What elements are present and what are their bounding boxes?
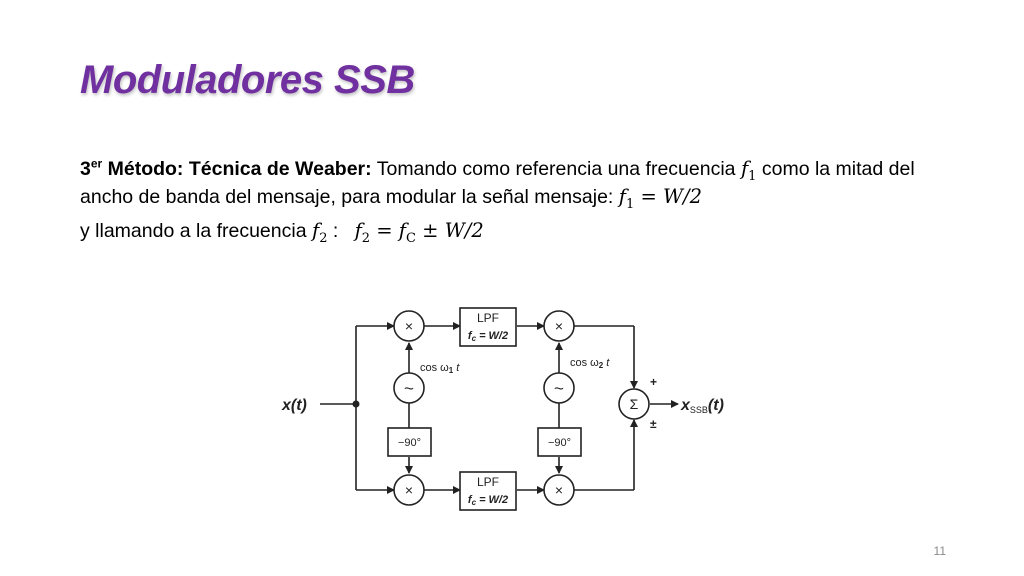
lpf-bottom-title: LPF xyxy=(477,475,499,489)
heading-sup: er xyxy=(90,156,103,171)
text-a: Tomando como referencia una frecuencia xyxy=(371,158,741,180)
slide-body: 3er Método: Técnica de Weaber: Tomando c… xyxy=(80,155,950,251)
phase-shift-1-label: −90° xyxy=(398,437,421,449)
f1-sub: 1 xyxy=(748,168,757,184)
phase-shift-2-label: −90° xyxy=(548,437,571,449)
oscillator-1-symbol: ~ xyxy=(404,379,414,398)
plusminus-sign: ± xyxy=(650,417,657,431)
oscillator-2 xyxy=(543,372,575,404)
phase-shifter-2 xyxy=(537,427,582,457)
oscillator-2-symbol: ~ xyxy=(554,379,564,398)
text-b: como la mitad del ancho de banda del men… xyxy=(80,158,915,208)
eq-f: f xyxy=(354,219,362,242)
eq-c-sub: C xyxy=(406,230,416,246)
heading-num: 3 xyxy=(80,158,91,180)
eq-mid: = f xyxy=(370,219,407,242)
oscillator-1 xyxy=(393,372,425,404)
lpf-bottom-spec: fc = W/2 xyxy=(468,494,508,507)
eq-rhs: = W/2 xyxy=(634,185,703,208)
heading-rest: Método: Técnica de Weaber: xyxy=(102,158,372,180)
eq-f2-sub: 2 xyxy=(361,230,371,246)
lpf-top-spec: fc = W/2 xyxy=(468,330,508,343)
input-label: x(t) xyxy=(281,397,307,414)
weaver-block-diagram: × × × × ~ ~ Σ −90° −90° LPF fc = W/2 LPF… xyxy=(270,300,760,535)
f1-symbol: f xyxy=(740,157,749,180)
lpf-bottom xyxy=(459,471,517,511)
multiplier-bottom-right xyxy=(543,474,575,506)
page-number: 11 xyxy=(933,544,946,558)
cos2-label: cos ω2 t xyxy=(570,357,610,370)
f1-symbol-eq: f xyxy=(618,185,626,208)
f2-sub: 2 xyxy=(319,230,328,246)
lpf-top-title: LPF xyxy=(477,311,499,325)
split-junction-dot xyxy=(352,400,360,408)
slide-title: Moduladores SSB xyxy=(80,58,415,102)
multiplier-top-left xyxy=(393,310,425,342)
multiplier-bottom-left xyxy=(393,474,425,506)
f2-symbol: f xyxy=(311,219,320,242)
output-label: xSSB(t) xyxy=(680,397,724,415)
paragraph-1: 3er Método: Técnica de Weaber: Tomando c… xyxy=(80,155,950,211)
cos1-label: cos ω1 t xyxy=(420,362,460,375)
plus-sign: + xyxy=(650,375,657,389)
eq-end: ± W/2 xyxy=(415,219,484,242)
p2-colon: : xyxy=(327,220,355,242)
p2-text-a: y llamando a la frecuencia xyxy=(80,220,312,242)
lpf-top xyxy=(459,307,517,347)
summer xyxy=(618,388,650,420)
summer-symbol: Σ xyxy=(630,396,639,412)
multiplier-symbol-bl: × xyxy=(405,482,413,498)
multiplier-top-right xyxy=(543,310,575,342)
paragraph-2: y llamando a la frecuencia f2 : f2 = fC … xyxy=(80,217,950,245)
f1-sub-eq: 1 xyxy=(625,196,635,212)
multiplier-symbol-br: × xyxy=(555,482,563,498)
multiplier-symbol-tr: × xyxy=(555,318,563,334)
multiplier-symbol-tl: × xyxy=(405,318,413,334)
phase-shifter-1 xyxy=(387,427,432,457)
